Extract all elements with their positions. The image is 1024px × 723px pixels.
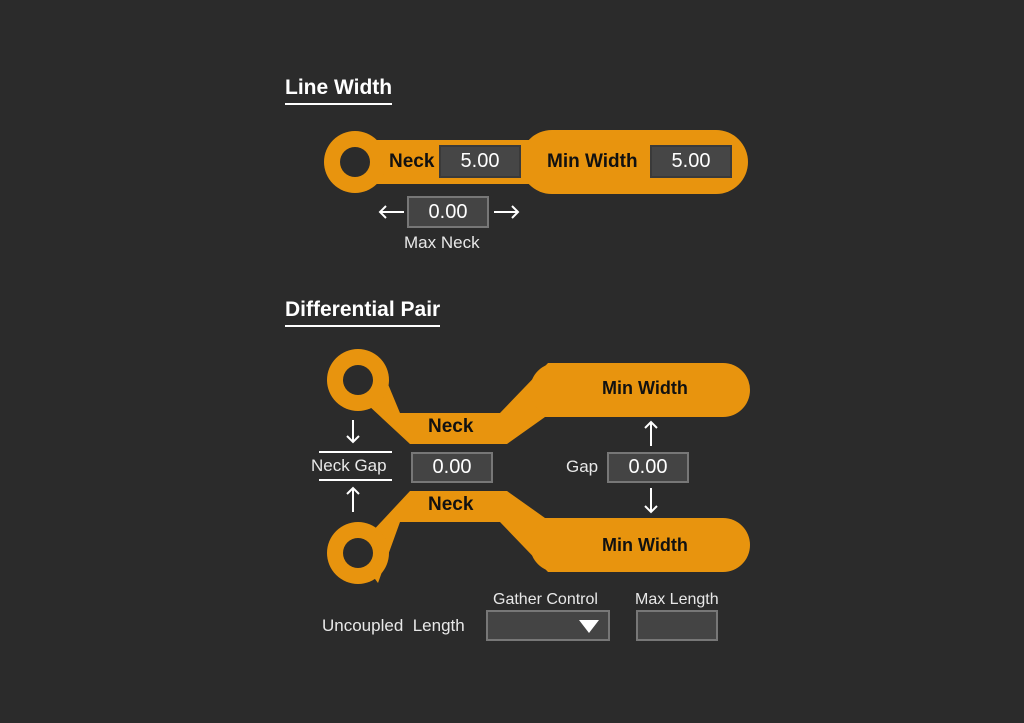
top-min-width-label: Min Width [602, 378, 688, 398]
top-neck-label: Neck [428, 416, 474, 437]
diff-pair-bottom-trace [327, 491, 750, 584]
gather-control-label: Gather Control [493, 591, 598, 608]
gather-control-dropdown[interactable] [486, 610, 610, 641]
max-neck-input[interactable]: 0.00 [407, 196, 489, 228]
min-width-label: Min Width [547, 151, 638, 172]
max-length-input[interactable] [636, 610, 718, 641]
neck-gap-input[interactable]: 0.00 [411, 452, 493, 483]
neck-width-input[interactable]: 5.00 [439, 145, 521, 178]
uncoupled-length-label: Uncoupled Length [322, 616, 465, 635]
bottom-min-width-label: Min Width [602, 535, 688, 555]
bottom-neck-label: Neck [428, 494, 474, 515]
max-neck-arrows [378, 205, 520, 219]
max-neck-label: Max Neck [404, 233, 480, 252]
min-width-input[interactable]: 5.00 [650, 145, 732, 178]
gap-input[interactable]: 0.00 [607, 452, 689, 483]
differential-pair-title: Differential Pair [285, 298, 441, 327]
neck-gap-arrows [319, 420, 392, 512]
line-width-title: Line Width [285, 76, 393, 105]
max-length-label: Max Length [635, 591, 719, 608]
chevron-down-icon [579, 620, 599, 633]
gap-arrows [644, 420, 658, 514]
neck-gap-label: Neck Gap [311, 456, 387, 475]
diff-pair-top-trace [327, 349, 750, 444]
neck-label: Neck [389, 151, 435, 172]
gap-label: Gap [566, 457, 599, 476]
